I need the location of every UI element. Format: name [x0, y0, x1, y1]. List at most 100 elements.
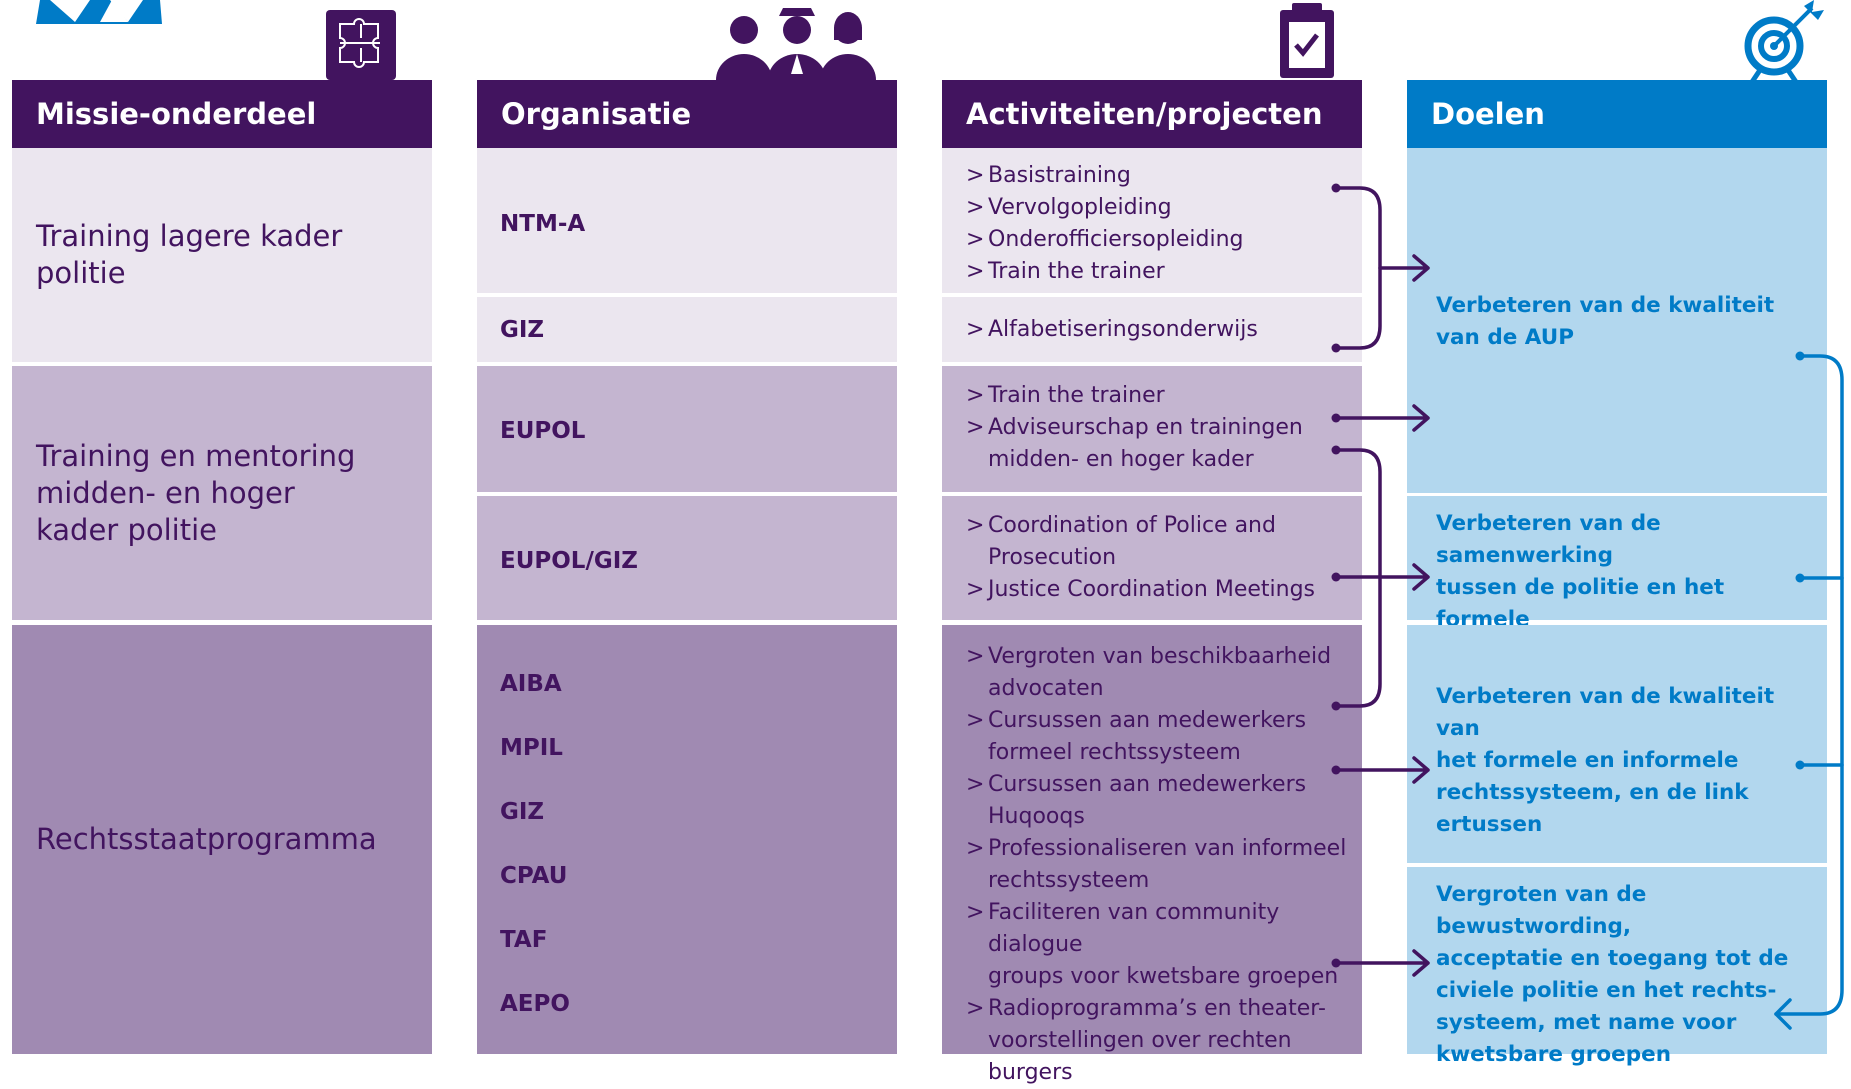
goal-cell-2: Verbeteren van de samenwerking tussen de… — [1407, 496, 1827, 664]
goal-line: civiele politie en het rechts- — [1436, 978, 1777, 1003]
goal-line: rechtssysteem, en de link — [1436, 780, 1749, 805]
activity-item: >Justice Coordination Meetings — [966, 574, 1315, 606]
org-cell-eupolgiz: EUPOL/GIZ — [477, 496, 897, 620]
activity-text: groups voor kwetsbare groepen — [988, 964, 1339, 989]
puzzle-icon — [326, 10, 396, 80]
goal-line: van de AUP — [1436, 325, 1574, 350]
org-label: AIBA — [500, 671, 562, 697]
org-label: EUPOL — [500, 418, 586, 444]
activity-item: >Basistraining — [966, 160, 1243, 192]
activity-text: Radioprogramma’s en theater- — [988, 996, 1326, 1021]
activity-text: Cursussen aan medewerkers — [988, 772, 1307, 797]
header-activities: Activiteiten/projecten — [942, 80, 1362, 148]
goal-line: het formele en informele — [1436, 748, 1739, 773]
bullet: > — [966, 577, 985, 602]
activity-item: >Coordination of Police and — [966, 510, 1315, 542]
org-label: EUPOL/GIZ — [500, 548, 638, 574]
activity-text: rechtssysteem — [988, 868, 1150, 893]
goal-line: Verbeteren van de kwaliteit van — [1436, 684, 1775, 741]
activity-item-cont: rechtssysteem — [966, 865, 1362, 897]
org-label: NTM-A — [500, 211, 586, 237]
activity-text: Coordination of Police and — [988, 513, 1276, 538]
activity-item-cont: Prosecution — [966, 542, 1315, 574]
org-cell-eupol: EUPOL — [477, 366, 897, 492]
activity-item: >Professionaliseren van informeel — [966, 833, 1362, 865]
header-goals-label: Doelen — [1431, 97, 1545, 131]
target-icon — [1744, 0, 1824, 84]
activity-list: >Basistraining >Vervolgopleiding >Ondero… — [966, 160, 1243, 288]
activity-cell-eupol: >Train the trainer >Adviseurschap en tra… — [942, 366, 1362, 492]
bullet: > — [966, 227, 985, 252]
activity-text: Adviseurschap en trainingen — [988, 415, 1303, 440]
org-label: CPAU — [500, 863, 568, 889]
goal-line: Vergroten van de bewustwording, — [1436, 882, 1647, 939]
org-label: GIZ — [500, 799, 545, 825]
activity-item: >Train the trainer — [966, 380, 1303, 412]
bullet: > — [966, 415, 985, 440]
clipboard-check-icon — [1280, 3, 1334, 78]
activity-cell-giz: >Alfabetiseringsonderwijs — [942, 297, 1362, 362]
icon-layer — [36, 0, 1824, 84]
bullet: > — [966, 772, 985, 797]
activity-cell-ntma: >Basistraining >Vervolgopleiding >Ondero… — [942, 148, 1362, 293]
activity-list: >Train the trainer >Adviseurschap en tra… — [966, 380, 1303, 476]
bullet: > — [966, 163, 985, 188]
activity-text: Cursussen aan medewerkers — [988, 708, 1307, 733]
org-label: MPIL — [500, 735, 563, 761]
activity-item-cont: voorstellingen over rechten burgers — [966, 1025, 1362, 1089]
org-label: TAF — [500, 927, 548, 953]
goal-text: Vergroten van de bewustwording, acceptat… — [1407, 879, 1827, 1071]
activity-item: >Train the trainer — [966, 256, 1243, 288]
header-mission: Missie-onderdeel — [12, 80, 432, 148]
activity-text: Train the trainer — [988, 383, 1165, 408]
goal-text: Verbeteren van de kwaliteit van de AUP — [1407, 290, 1794, 354]
activity-list: >Coordination of Police and Prosecution … — [966, 510, 1315, 606]
activity-text: Basistraining — [988, 163, 1131, 188]
goal-cell-1: Verbeteren van de kwaliteit van de AUP — [1407, 148, 1827, 493]
activity-cell-rule-of-law: >Vergroten van beschikbaarheid advocaten… — [942, 625, 1362, 1085]
activity-text: Faciliteren van community dialogue — [988, 900, 1280, 957]
activity-item: >Radioprogramma’s en theater- — [966, 993, 1362, 1025]
mission-part-1: Training lagere kader politie — [12, 148, 432, 362]
activity-item: >Alfabetiseringsonderwijs — [966, 314, 1258, 346]
bullet: > — [966, 644, 985, 669]
org-cell-rule-of-law: AIBA MPIL GIZ CPAU TAF AEPO — [477, 625, 897, 1054]
mission-part-2: Training en mentoring midden- en hoger k… — [12, 366, 432, 620]
org-label: GIZ — [500, 317, 545, 343]
people-icon — [716, 8, 876, 80]
goal-line: acceptatie en toegang tot de — [1436, 946, 1789, 971]
goal-text: Verbeteren van de kwaliteit van het form… — [1407, 681, 1827, 841]
activity-item-cont: advocaten — [966, 673, 1362, 705]
header-organization-label: Organisatie — [501, 97, 692, 131]
activity-cell-eupolgiz: >Coordination of Police and Prosecution … — [942, 496, 1362, 620]
activity-text: Prosecution — [988, 545, 1117, 570]
bullet: > — [966, 996, 985, 1021]
goal-cell-4: Vergroten van de bewustwording, acceptat… — [1407, 867, 1827, 1067]
org-label: AEPO — [500, 991, 570, 1017]
goal-line: Verbeteren van de samenwerking — [1436, 511, 1661, 568]
activity-text: midden- en hoger kader — [988, 447, 1254, 472]
goal-line: kwetsbare groepen — [1436, 1042, 1672, 1067]
goal-line: Verbeteren van de kwaliteit — [1436, 293, 1775, 318]
activity-text: Onderofficiersopleiding — [988, 227, 1244, 252]
mission-part-label: Training en mentoring midden- en hoger k… — [36, 438, 356, 547]
activity-item: >Adviseurschap en trainingen — [966, 412, 1303, 444]
person-icon — [36, 0, 162, 24]
bullet: > — [966, 317, 985, 342]
activity-text: Vervolgopleiding — [988, 195, 1172, 220]
header-activities-label: Activiteiten/projecten — [966, 97, 1323, 131]
activity-text: Train the trainer — [988, 259, 1165, 284]
bullet: > — [966, 836, 985, 861]
activity-item-cont: groups voor kwetsbare groepen — [966, 961, 1362, 993]
activity-text: Justice Coordination Meetings — [988, 577, 1315, 602]
goal-cell-3: Verbeteren van de kwaliteit van het form… — [1407, 625, 1827, 863]
header-organization: Organisatie — [477, 80, 897, 148]
org-cell-ntma: NTM-A — [477, 148, 897, 293]
activity-item: >Cursussen aan medewerkers — [966, 769, 1362, 801]
bullet: > — [966, 259, 985, 284]
mission-part-label: Training lagere kader politie — [36, 219, 343, 290]
activity-item: >Cursussen aan medewerkers — [966, 705, 1362, 737]
activity-text: voorstellingen over rechten burgers — [988, 1028, 1292, 1085]
activity-item: >Vervolgopleiding — [966, 192, 1243, 224]
activity-item: >Vergroten van beschikbaarheid — [966, 641, 1362, 673]
